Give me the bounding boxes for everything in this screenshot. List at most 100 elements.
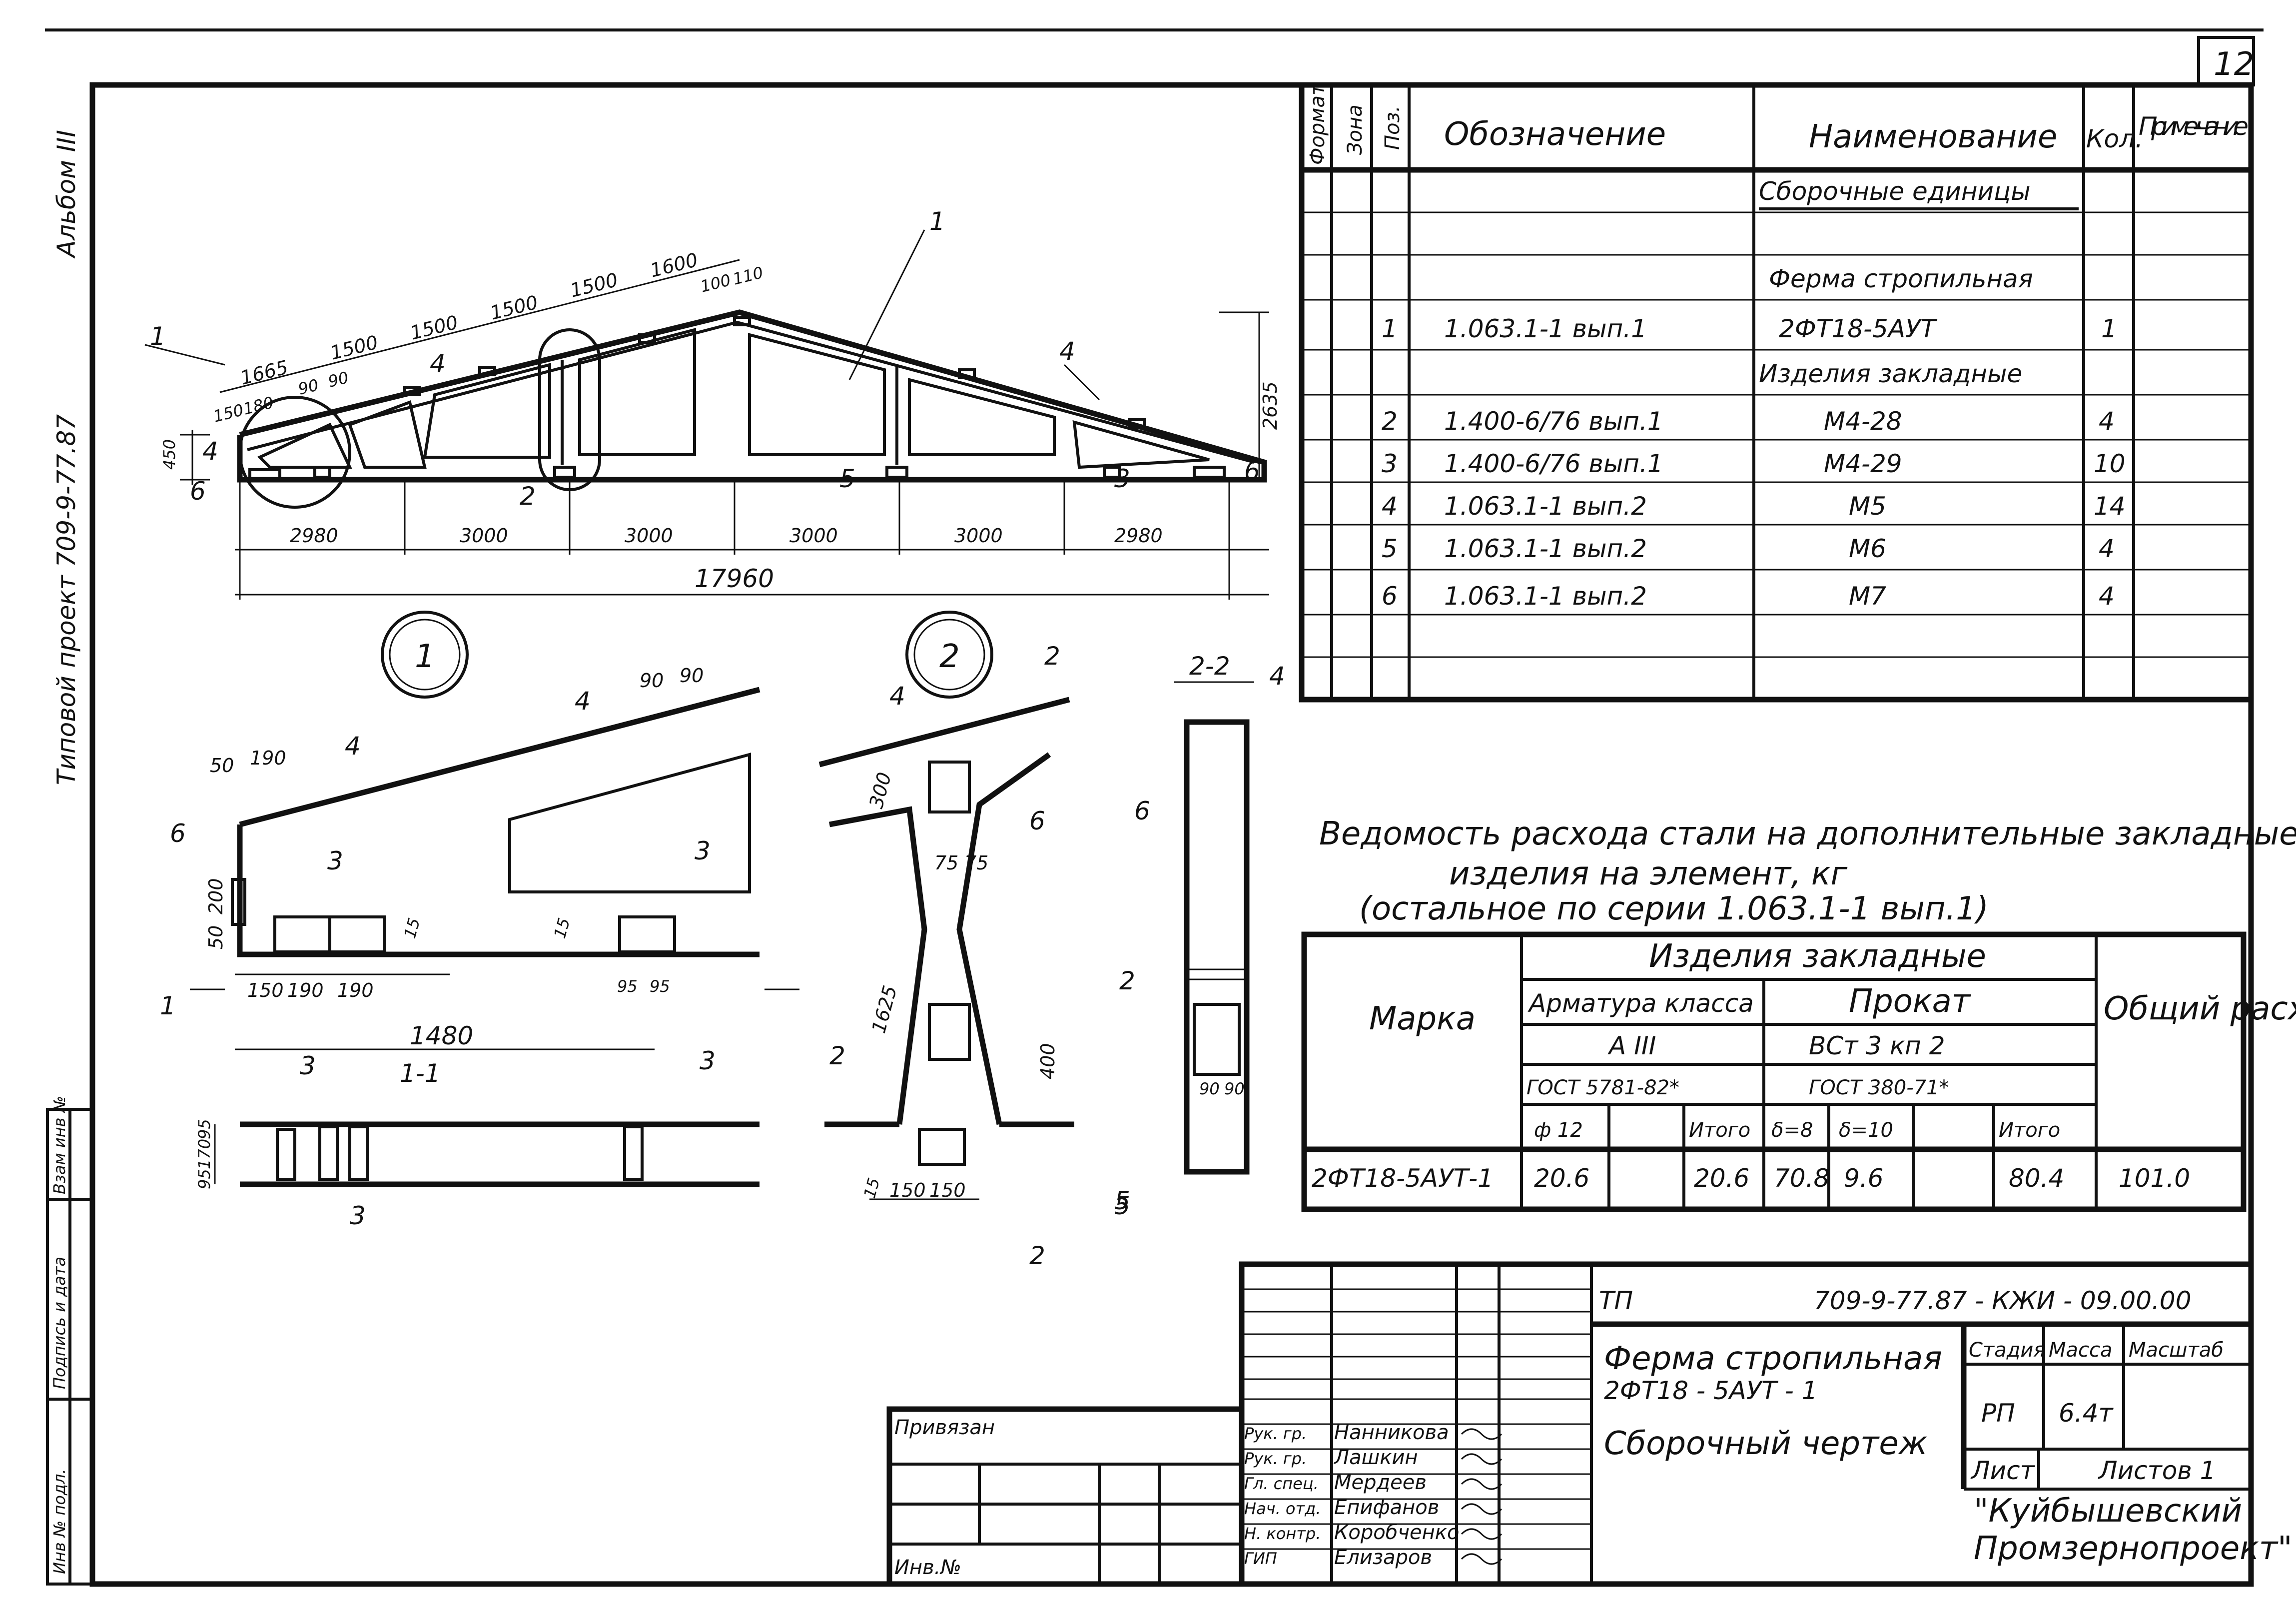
spec-row-qty: 4 — [2099, 582, 2115, 611]
steel-h-d10: δ=10 — [1839, 1119, 1893, 1142]
d1-dim: 90 — [680, 665, 704, 687]
truss-dim: 3000 — [625, 525, 673, 547]
callout-number: 2 — [829, 1041, 845, 1070]
small-dim: 180 — [241, 393, 275, 419]
person-name: Коробченко — [1334, 1521, 1459, 1544]
steel-row-d8: 70.8 — [1774, 1164, 1829, 1193]
title-code: 709-9-77.87 - КЖИ - 09.00.00 — [1814, 1286, 2192, 1315]
d1-dim: 190 — [337, 979, 374, 1001]
steel-h-armatura: Арматура класса — [1528, 989, 1754, 1018]
steel-row-itogo2: 80.4 — [2009, 1164, 2064, 1193]
callout-number: 4 — [202, 437, 218, 466]
title-scale-header: Масштаб — [2129, 1339, 2224, 1362]
d2-dim: 400 — [1037, 1043, 1059, 1079]
spec-row-name: Сборочные единицы — [1759, 177, 2031, 206]
top-dim: 1665 — [238, 356, 290, 389]
person-name: Мердеев — [1334, 1471, 1427, 1494]
callout-number: 4 — [1059, 337, 1075, 366]
d1-dim: 50 — [205, 925, 227, 949]
detail-1-label: 1 — [415, 638, 435, 675]
spec-header-note: Приме-чание — [2139, 112, 2249, 141]
spec-row: 5 1.063.1-1 вып.2 М6 4 — [1382, 534, 2115, 563]
person-role: Гл. спец. — [1244, 1474, 1319, 1493]
d1-dim: 15 — [550, 916, 574, 940]
spec-row: 2 1.400-6/76 вып.1 М4-28 4 — [1382, 407, 2115, 436]
truss-height-left: 450 — [160, 439, 179, 470]
spec-row-designation: 1.063.1-1 вып.2 — [1444, 492, 1647, 521]
spec-header-qty: Кол. — [2086, 124, 2143, 153]
d1-dim: 95 — [617, 977, 638, 996]
callout-number: 6 — [1029, 807, 1045, 835]
sign-date-label: Подпись и дата — [50, 1257, 69, 1389]
s11-dim: 95 — [195, 1169, 214, 1189]
top-dim: 1500 — [408, 311, 460, 344]
small-dim: 90 — [296, 375, 321, 399]
person-role: Н. контр. — [1244, 1524, 1321, 1543]
callout-number: 4 — [345, 732, 361, 761]
title-line-3: Сборочный чертеж — [1604, 1425, 1928, 1462]
spec-header-format: Формат — [1306, 83, 1329, 165]
title-mass: 6.4т — [2059, 1399, 2114, 1428]
d1-dim: 15 — [400, 916, 424, 940]
person-name: Нанникова — [1334, 1421, 1449, 1444]
spec-table-grid — [1299, 82, 2254, 703]
person-role: Рук. гр. — [1244, 1449, 1307, 1468]
s22-dim: 90 — [1224, 1079, 1245, 1098]
callout-number: 3 — [350, 1201, 366, 1230]
steel-h-gost2: ГОСТ 380-71* — [1809, 1076, 1949, 1099]
section-marker: 1 — [160, 991, 176, 1020]
callout-number: 4 — [430, 349, 446, 378]
small-dim: 150 — [211, 400, 245, 426]
title-inv-no: Инв.№ — [894, 1556, 961, 1579]
spec-header-name: Наименование — [1809, 118, 2057, 155]
title-tp: ТП — [1599, 1286, 1633, 1315]
truss-height-right: 2635 — [1259, 381, 1281, 430]
top-dim: 1500 — [328, 331, 380, 364]
d2-dim: 15 — [860, 1176, 883, 1200]
callout-number: 1 — [929, 207, 945, 236]
spec-row-pos: 1 — [1382, 314, 1398, 343]
section-1-1-label: 1-1 — [400, 1059, 441, 1088]
section-marker: 2 — [1044, 642, 1060, 671]
detail-2-view — [818, 611, 1074, 1200]
callout-number: 4 — [889, 682, 905, 711]
d2-dim: 300 — [865, 770, 895, 810]
spec-row-name: Ферма стропильная — [1769, 264, 2033, 293]
section-2-2-view — [1174, 681, 1254, 1175]
d1-dim: 90 — [640, 670, 664, 692]
s11-dim: 170 — [195, 1139, 214, 1169]
callout-number: 4 — [575, 687, 591, 716]
title-mass-header: Масса — [2049, 1339, 2113, 1362]
signatures — [1461, 1428, 1503, 1565]
title-stage: РП — [1981, 1399, 2015, 1428]
inv-label: Инв № подл. — [50, 1469, 69, 1574]
spec-row-name: М6 — [1849, 534, 1886, 563]
d2-dim: 150 — [889, 1179, 926, 1201]
spec-row: 6 1.063.1-1 вып.2 М7 4 — [1382, 582, 2115, 611]
d1-dim: 200 — [205, 878, 227, 914]
d1-dim: 190 — [250, 747, 286, 769]
steel-row-d10: 9.6 — [1844, 1164, 1884, 1193]
title-sheets-header: Листов 1 — [2098, 1456, 2216, 1485]
spec-row-qty: 10 — [2094, 449, 2126, 478]
truss-dim: 3000 — [460, 525, 508, 547]
callout-number: 5 — [1114, 1191, 1130, 1220]
callout-number: 6 — [190, 477, 206, 506]
spec-row-name: М4-29 — [1824, 449, 1902, 478]
d1-dim: 1480 — [410, 1021, 473, 1050]
steel-table-grid — [1301, 931, 2247, 1212]
callout-number: 6 — [1244, 457, 1260, 486]
top-dim: 1500 — [488, 291, 540, 324]
steel-h-total: Общий расход — [2104, 990, 2296, 1027]
spec-row-pos: 5 — [1382, 534, 1398, 563]
d2-dim: 75 — [934, 852, 958, 874]
steel-row-d12: 20.6 — [1534, 1164, 1589, 1193]
spec-row-name: М4-28 — [1824, 407, 1902, 436]
callout-number: 5 — [839, 464, 855, 493]
spec-row-pos: 2 — [1382, 407, 1398, 436]
spec-row: Ферма стропильная — [1769, 264, 2033, 293]
spec-row: Сборочные единицы — [1759, 177, 2031, 206]
detail-2-label: 2 — [939, 638, 960, 675]
vzam-label: Взам инв № — [50, 1096, 69, 1194]
